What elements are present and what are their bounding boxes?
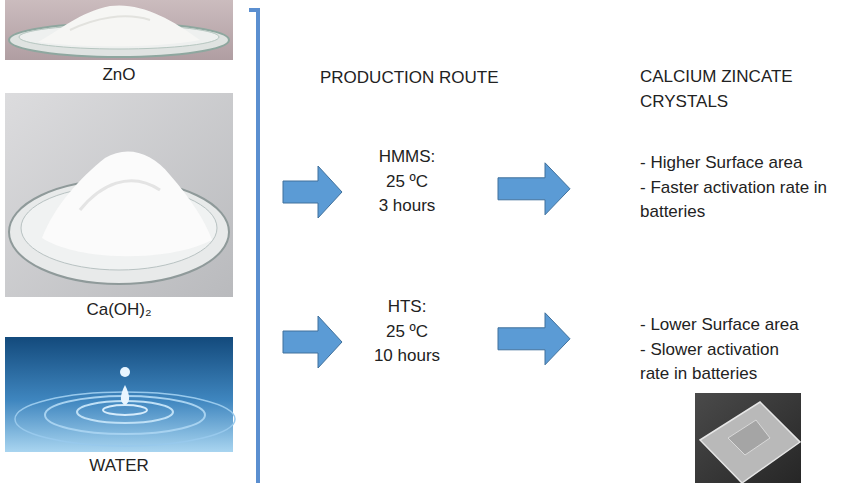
result-text: - Faster activation rate in batteries bbox=[640, 176, 835, 225]
route-text: HMMS: bbox=[320, 145, 494, 170]
block-arrow bbox=[283, 166, 342, 218]
ingredient-caption: ZnO bbox=[5, 63, 233, 88]
route-step: HTS:25 ºC10 hours bbox=[320, 295, 494, 383]
ingredient-caption: Ca(OH)₂ bbox=[5, 298, 233, 323]
block-arrow bbox=[283, 316, 342, 368]
result-list: - Higher Surface area- Faster activation… bbox=[572, 151, 835, 225]
route-text: 25 ºC bbox=[320, 170, 494, 195]
grouping-bracket bbox=[249, 10, 258, 483]
water-photo bbox=[5, 337, 235, 452]
result-text: - Lower Surface area bbox=[640, 313, 812, 338]
block-arrow bbox=[498, 313, 570, 365]
route-text: 3 hours bbox=[320, 194, 494, 219]
block-arrow bbox=[498, 163, 570, 215]
result-text: - Slower activation rate in batteries bbox=[640, 338, 812, 387]
ingredient-caption: WATER bbox=[5, 454, 233, 479]
result-text: - Higher Surface area bbox=[640, 151, 835, 176]
sem-micrograph bbox=[695, 393, 801, 483]
route-step: HMMS:25 ºC3 hours bbox=[320, 145, 494, 233]
column-header: PRODUCTION ROUTE bbox=[320, 66, 560, 91]
route-text: 25 ºC bbox=[320, 320, 494, 345]
route-text: 10 hours bbox=[320, 344, 494, 369]
column-header: CALCIUM ZINCATE CRYSTALS bbox=[640, 65, 825, 114]
zno-photo bbox=[5, 0, 233, 60]
calcium-hydroxide-photo bbox=[5, 93, 233, 297]
route-text: HTS: bbox=[320, 295, 494, 320]
result-list: - Lower Surface area- Slower activation … bbox=[572, 313, 812, 387]
